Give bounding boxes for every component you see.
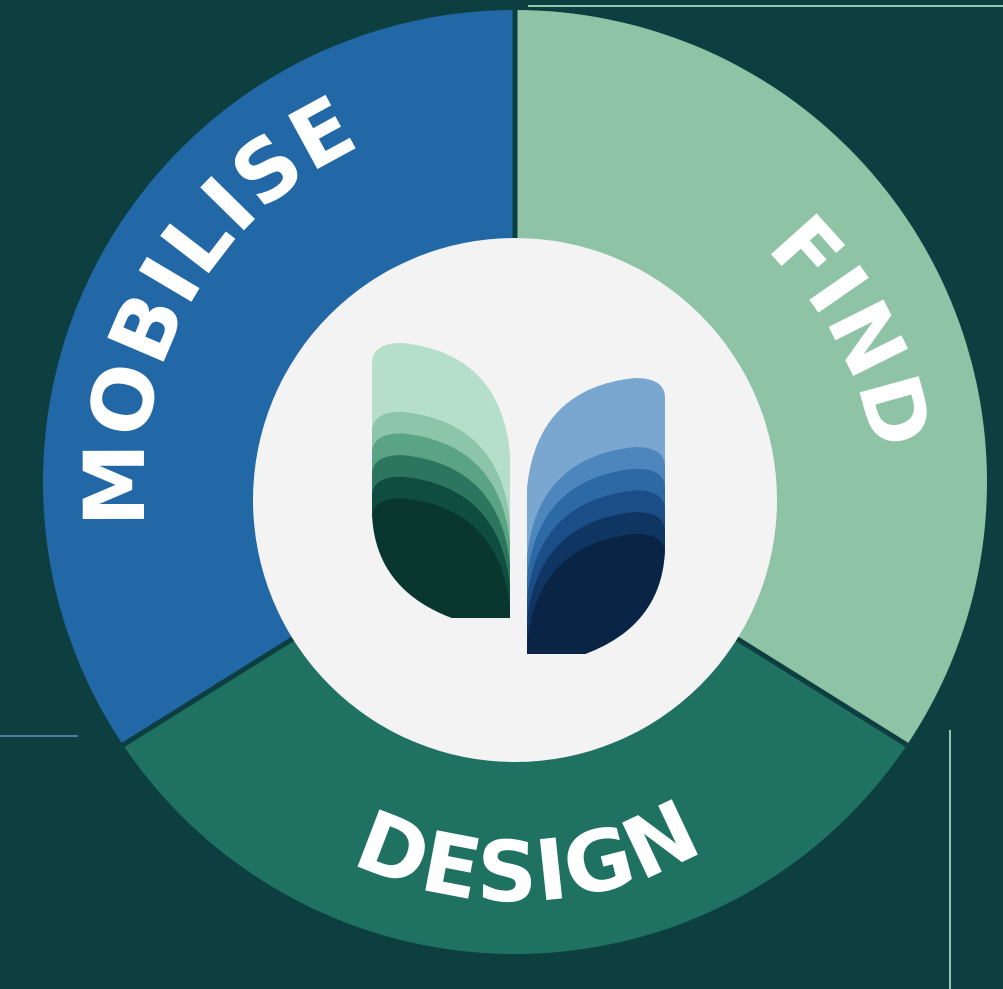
- left-leaf-band-6: [372, 498, 510, 618]
- center-disc: [253, 238, 777, 762]
- right-leaf-band-6: [527, 533, 665, 654]
- right-leaf-icon: [527, 378, 665, 654]
- left-leaf-icon: [372, 343, 510, 618]
- leaf-logo-icon: [372, 343, 665, 654]
